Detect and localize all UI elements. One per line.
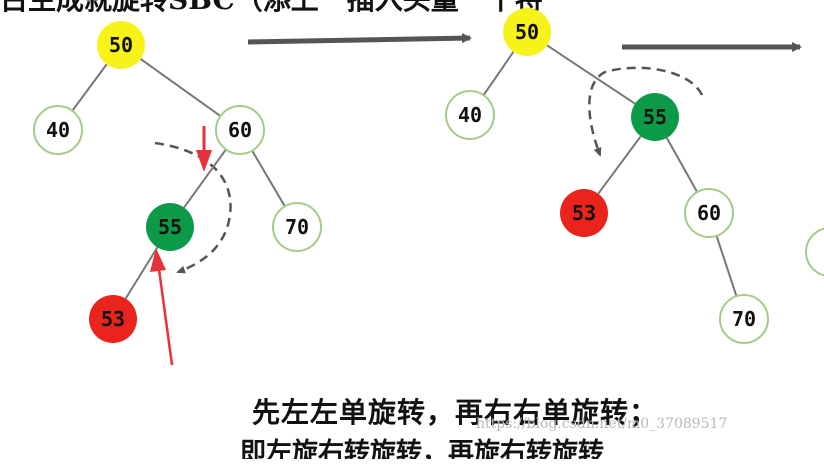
transition-arrow-1 (247, 33, 472, 45)
rotation-arrow-left (154, 141, 232, 274)
tree-before-edge-60-55 (183, 148, 227, 209)
tree-after-first-rotation-node-70: 70 (719, 294, 769, 344)
node-circle (503, 8, 551, 56)
node-circle (33, 105, 83, 155)
tree-before-edge-55-53 (124, 246, 159, 300)
caption: 先左左单旋转，再右右单旋转； (252, 396, 659, 429)
tree-after-first-rotation-node-53: 53 (560, 189, 608, 237)
rotation-arrow-right (588, 66, 704, 157)
tree-after-first-rotation-node-40: 40 (445, 90, 495, 140)
node-circle (719, 294, 769, 344)
node-label: 50 (515, 20, 539, 44)
tree-before-edge-50-60 (139, 58, 222, 117)
tree-before-node-40: 40 (33, 105, 83, 155)
tree-before-edge-60-70 (251, 150, 286, 207)
node-label: 40 (46, 118, 70, 142)
avl-rotation-diagram: 50 40 60 55 70 53 50 40 55 53 60 70 (33, 8, 824, 366)
partial-node-edge (805, 227, 824, 277)
tree-after-first-rotation-edge-55-60 (665, 137, 699, 193)
node-label: 60 (228, 118, 252, 142)
node-label: 55 (158, 215, 182, 239)
node-circle (272, 202, 322, 252)
node-circle (631, 93, 679, 141)
node-label: 60 (697, 201, 721, 225)
tree-before-edge-50-40 (71, 63, 108, 112)
node-circle (684, 188, 734, 238)
node-label: 53 (572, 201, 596, 225)
tree-before-node-60: 60 (215, 105, 265, 155)
node-circle (146, 203, 194, 251)
node-circle (560, 189, 608, 237)
tree-after-first-rotation-edge-60-70 (715, 235, 738, 297)
watermark: https://blog.csdn.net/m0_37089517 (476, 416, 728, 432)
tree-before-node-53: 53 (89, 295, 137, 343)
red-marker-arrow-up (150, 248, 174, 366)
node-label: 70 (285, 215, 309, 239)
node-label: 55 (643, 105, 667, 129)
tree-before-node-70: 70 (272, 202, 322, 252)
tree-before-node-55: 55 (146, 203, 194, 251)
node-label: 40 (458, 103, 482, 127)
tree-after-first-rotation-node-60: 60 (684, 188, 734, 238)
node-label: 50 (109, 33, 133, 57)
tree-before-node-50: 50 (97, 21, 145, 69)
tree-after-first-rotation-node-55: 55 (631, 93, 679, 141)
cropped-heading-text: 古生成就旋转SBC（添上一插入头量一个特 (0, 0, 543, 18)
node-circle (89, 295, 137, 343)
tree-after-first-rotation-edge-55-53 (597, 135, 642, 195)
tree-after-first-rotation-node-50: 50 (503, 8, 551, 56)
cropped-footer-text: 即左旋右转旋转，再旋右转旋转 (240, 438, 605, 468)
tree-after-first-rotation-edge-50-55 (546, 44, 636, 105)
node-circle (97, 21, 145, 69)
node-circle (215, 105, 265, 155)
node-circle (445, 90, 495, 140)
red-marker-arrow-down (196, 126, 212, 172)
tree-after-first-rotation-edge-50-40 (482, 51, 515, 96)
node-label: 70 (732, 307, 756, 331)
node-label: 53 (101, 307, 125, 331)
